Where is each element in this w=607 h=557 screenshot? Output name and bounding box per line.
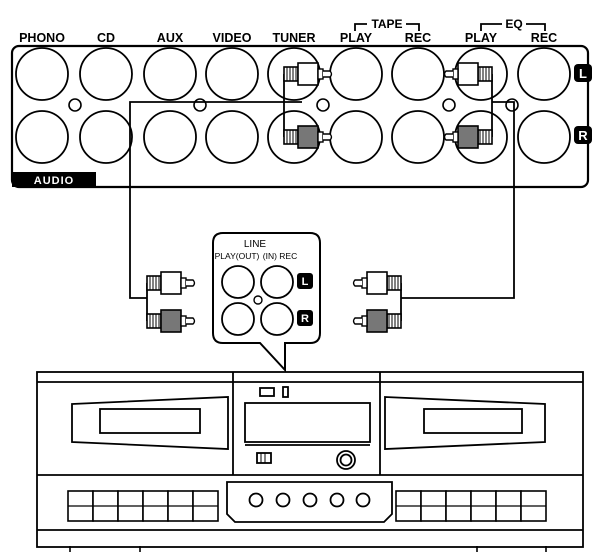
jack-cd-right [79, 110, 133, 164]
jack-eq-rec-right [517, 110, 571, 164]
control-knob-2 [275, 492, 291, 508]
tape-bracket [354, 23, 420, 31]
jack-line-rec-left [260, 265, 294, 299]
indicator-led [282, 386, 289, 398]
audio-badge-bg [12, 172, 96, 187]
eq-bracket [480, 23, 546, 31]
right-cassette-window [423, 408, 523, 434]
control-knob-4 [329, 492, 345, 508]
deck-jacks [221, 265, 294, 336]
jack-tape-rec-left [391, 47, 445, 101]
jack-video-right [205, 110, 259, 164]
audio-badge: AUDIO [34, 175, 74, 187]
label-eq-play: PLAY [465, 31, 498, 45]
label-aux: AUX [157, 31, 184, 45]
plug-deck-rec-right [352, 309, 402, 333]
deck-channel-l: L [302, 276, 309, 288]
jack-line-play-right [221, 302, 255, 336]
label-tape: TAPE [371, 17, 402, 31]
jack-video-left [205, 47, 259, 101]
cable-tape-rec-down [401, 101, 515, 299]
channel-r-badge: R [578, 128, 588, 143]
deck-channel-l-bg [297, 273, 313, 289]
channel-l-badge: L [579, 66, 587, 81]
left-cassette-window [99, 408, 201, 434]
volume-knob [336, 450, 356, 470]
right-cassette-door [384, 396, 546, 450]
jack-line-play-left [221, 265, 255, 299]
deck-channel-r-bg [297, 310, 313, 326]
jack-tape-play-right [329, 110, 383, 164]
label-eq: EQ [505, 17, 522, 31]
cable-tape-play-down [129, 101, 302, 299]
jack-tape-play-left [329, 47, 383, 101]
jack-tape-rec-right [391, 110, 445, 164]
jack-aux-right [143, 110, 197, 164]
plug-deck-rec-left [352, 271, 402, 295]
control-knob-1 [248, 492, 264, 508]
power-switch [259, 387, 275, 397]
line-jack-callout: LINE PLAY(OUT) (IN) REC L R [212, 232, 321, 373]
label-video: VIDEO [213, 31, 252, 45]
control-knob-3 [302, 492, 318, 508]
line-ground-hole [253, 295, 263, 305]
ground-hole-1 [68, 98, 82, 112]
label-tape-play: PLAY [340, 31, 373, 45]
deck-controls [67, 490, 547, 552]
display-window [244, 402, 371, 443]
receiver-rear-panel: AUDIO L R PHONO CD AUX VIDEO TUNER PLAY … [10, 17, 592, 189]
left-cassette-door [71, 396, 229, 450]
channel-l-badge-bg [574, 64, 592, 82]
ground-hole-2 [193, 98, 207, 112]
jack-eq-rec-left [517, 47, 571, 101]
jack-line-rec-right [260, 302, 294, 336]
label-cd: CD [97, 31, 115, 45]
jack-cd-left [79, 47, 133, 101]
control-knob-5 [355, 492, 371, 508]
channel-r-badge-bg [574, 126, 592, 144]
label-eq-rec: REC [531, 31, 557, 45]
ground-hole-5 [505, 98, 519, 112]
plug-deck-play-left [146, 271, 196, 295]
label-phono: PHONO [19, 31, 65, 45]
deck-channel-r: R [301, 313, 309, 325]
ground-hole-3 [316, 98, 330, 112]
line-title: LINE [244, 239, 267, 250]
jack-aux-left [143, 47, 197, 101]
plug-deck-play-right [146, 309, 196, 333]
line-rec-label: (IN) REC [263, 251, 297, 261]
jack-phono-right [15, 110, 69, 164]
line-play-label: PLAY(OUT) [215, 251, 260, 261]
label-tuner: TUNER [272, 31, 315, 45]
jack-phono-left [15, 47, 69, 101]
ground-hole-4 [442, 98, 456, 112]
label-tape-rec: REC [405, 31, 431, 45]
dolby-badge [256, 452, 272, 464]
